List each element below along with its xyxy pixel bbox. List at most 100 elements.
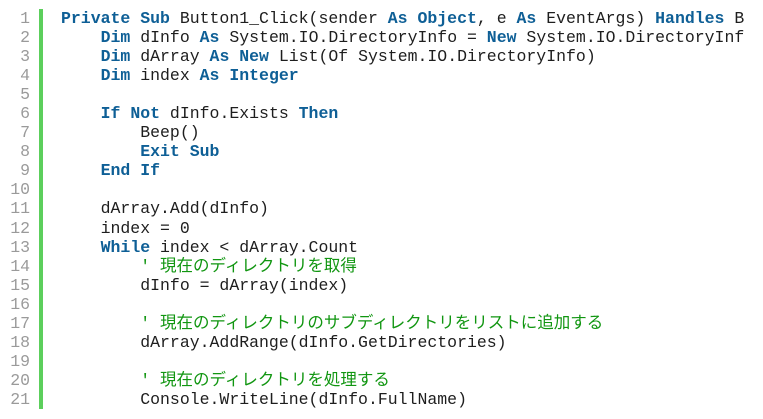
change-indicator-bar xyxy=(39,142,43,162)
code-line[interactable]: 15 dInfo = dArray(index) xyxy=(0,275,763,295)
code-line[interactable]: 3 Dim dArray As New List(Of System.IO.Di… xyxy=(0,47,763,67)
code-token: System.IO.DirectoryInfo = xyxy=(219,28,487,48)
code-line[interactable]: 16 xyxy=(0,294,763,314)
code-line[interactable]: 14 ' 現在のディレクトリを取得 xyxy=(0,256,763,276)
code-line[interactable]: 2 Dim dInfo As System.IO.DirectoryInfo =… xyxy=(0,28,763,48)
code-line[interactable]: 5 xyxy=(0,85,763,105)
change-indicator-bar xyxy=(39,237,43,257)
code-token: dInfo = dArray(index) xyxy=(61,275,349,295)
line-number: 11 xyxy=(10,199,30,219)
change-indicator-bar xyxy=(39,256,43,276)
keyword-token: As xyxy=(516,9,537,28)
code-text xyxy=(43,295,61,314)
code-token: dArray.AddRange(dInfo.GetDirectories) xyxy=(61,332,507,352)
keyword-token: End If xyxy=(100,161,161,181)
code-text: Dim dArray As New List(Of System.IO.Dire… xyxy=(43,47,596,66)
keyword-token: As xyxy=(199,28,220,48)
line-number: 20 xyxy=(10,370,30,390)
code-line[interactable]: 7 Beep() xyxy=(0,123,763,143)
line-number: 13 xyxy=(10,237,30,257)
code-line[interactable]: 9 End If xyxy=(0,161,763,181)
change-indicator-bar xyxy=(39,28,43,48)
keyword-token: As New xyxy=(209,47,269,67)
code-text: Exit Sub xyxy=(43,142,219,161)
change-indicator-bar xyxy=(39,9,43,29)
code-text: ' 現在のディレクトリを処理する xyxy=(43,371,390,390)
change-indicator-bar xyxy=(39,47,43,67)
code-token xyxy=(61,257,140,276)
keyword-token: As Object xyxy=(387,9,477,28)
keyword-token: As Integer xyxy=(199,66,299,86)
keyword-token: If Not xyxy=(100,104,161,124)
change-indicator-bar xyxy=(39,294,43,314)
code-text: ' 現在のディレクトリを取得 xyxy=(43,257,357,276)
change-indicator-bar xyxy=(39,123,43,143)
code-line[interactable]: 17 ' 現在のディレクトリのサブディレクトリをリストに追加する xyxy=(0,313,763,333)
code-text: index = 0 xyxy=(43,219,190,238)
line-number: 17 xyxy=(10,313,30,333)
keyword-token: Exit Sub xyxy=(140,142,220,162)
code-token xyxy=(61,47,101,66)
line-number: 4 xyxy=(20,66,30,86)
code-line[interactable]: 11 dArray.Add(dInfo) xyxy=(0,199,763,219)
code-line[interactable]: 13 While index < dArray.Count xyxy=(0,237,763,257)
change-indicator-bar xyxy=(39,199,43,219)
change-indicator-bar xyxy=(39,351,43,371)
code-line[interactable]: 21 Console.WriteLine(dInfo.FullName) xyxy=(0,389,763,409)
code-token xyxy=(61,371,140,390)
code-token: EventArgs) xyxy=(536,9,656,28)
code-token: List(Of System.IO.DirectoryInfo) xyxy=(268,47,596,67)
code-text: Console.WriteLine(dInfo.FullName) xyxy=(43,390,467,409)
code-token: index = 0 xyxy=(61,218,190,238)
keyword-token: While xyxy=(100,237,151,257)
line-number: 19 xyxy=(10,351,30,371)
line-number: 7 xyxy=(20,123,30,143)
change-indicator-bar xyxy=(39,161,43,181)
line-number: 21 xyxy=(10,389,30,409)
comment-token: ' 現在のディレクトリを取得 xyxy=(140,256,357,276)
code-line[interactable]: 12 index = 0 xyxy=(0,218,763,238)
line-number: 15 xyxy=(10,275,30,295)
line-number: 3 xyxy=(20,47,30,67)
change-indicator-bar xyxy=(39,370,43,390)
code-token: , e xyxy=(476,9,517,28)
code-text: Dim index As Integer xyxy=(43,66,299,85)
code-text: dInfo = dArray(index) xyxy=(43,276,348,295)
code-text: Beep() xyxy=(43,123,199,142)
code-text: Dim dInfo As System.IO.DirectoryInfo = N… xyxy=(43,28,745,48)
code-text: Private Sub Button1_Click(sender As Obje… xyxy=(43,9,744,28)
change-indicator-bar xyxy=(39,313,43,333)
change-indicator-bar xyxy=(39,218,43,238)
keyword-token: Dim xyxy=(100,47,131,67)
line-number: 14 xyxy=(10,256,30,276)
code-line[interactable]: 6 If Not dInfo.Exists Then xyxy=(0,104,763,124)
code-text xyxy=(43,352,61,371)
code-line[interactable]: 18 dArray.AddRange(dInfo.GetDirectories) xyxy=(0,332,763,352)
keyword-token: Dim xyxy=(100,66,131,86)
code-token: dArray xyxy=(130,47,210,67)
code-text xyxy=(43,180,61,199)
code-line[interactable]: 19 xyxy=(0,351,763,371)
code-text xyxy=(43,85,61,104)
change-indicator-bar xyxy=(39,180,43,200)
code-line[interactable]: 10 xyxy=(0,180,763,200)
code-line[interactable]: 8 Exit Sub xyxy=(0,142,763,162)
line-number: 12 xyxy=(10,218,30,238)
line-number: 9 xyxy=(20,161,30,181)
code-token: Button1_Click(sender xyxy=(169,9,388,28)
code-line[interactable]: 20 ' 現在のディレクトリを処理する xyxy=(0,370,763,390)
code-token: dInfo xyxy=(130,28,200,48)
keyword-token: Dim xyxy=(100,28,131,48)
change-indicator-bar xyxy=(39,332,43,352)
code-text: End If xyxy=(43,161,160,180)
code-line[interactable]: 4 Dim index As Integer xyxy=(0,66,763,86)
code-token xyxy=(61,104,101,123)
comment-token: ' 現在のディレクトリを処理する xyxy=(140,370,390,390)
keyword-token: New xyxy=(486,28,517,48)
code-token xyxy=(61,314,140,333)
code-token: dArray.Add(dInfo) xyxy=(61,199,269,219)
line-number: 16 xyxy=(10,294,30,314)
code-text: dArray.Add(dInfo) xyxy=(43,199,269,218)
